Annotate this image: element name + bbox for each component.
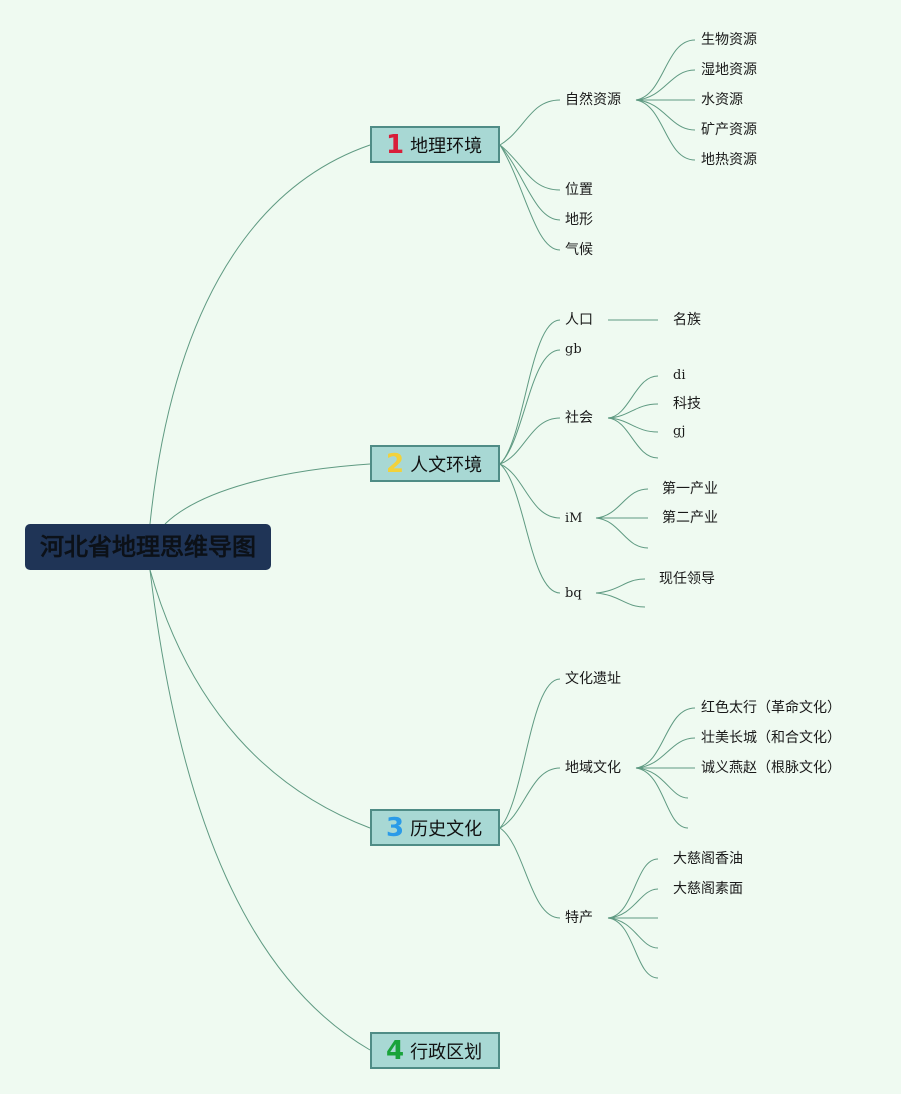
node-resource[interactable]: 地热资源 [701,152,757,168]
node-specialty-child[interactable]: 大慈阁香油 [673,851,743,867]
link-root-branch1 [149,144,371,525]
node-society[interactable]: 社会 [565,410,593,426]
node-location[interactable]: 位置 [565,182,593,198]
node-im[interactable]: iM [565,511,583,526]
number-4-icon: 4 [386,1035,405,1066]
node-ethnic-groups[interactable]: 名族 [673,312,701,328]
branch-label: 历史文化 [410,818,483,840]
branch-administration[interactable]: 4 行政区划 [370,1032,500,1069]
number-3-icon: 3 [386,812,405,843]
node-leadership[interactable]: 现任领导 [659,571,715,587]
node-industry[interactable]: 第一产业 [662,481,718,497]
node-population[interactable]: 人口 [565,312,593,328]
node-society-child[interactable]: di [673,368,686,383]
node-gb[interactable]: gb [565,342,582,357]
branch-history[interactable]: 3 历史文化 [370,809,500,846]
node-resource[interactable]: 湿地资源 [701,62,757,78]
node-cultural-sites[interactable]: 文化遗址 [565,671,621,687]
link-root-branch4 [149,569,371,1051]
link-root-branch3 [149,569,371,829]
node-regional-child[interactable]: 诚义燕赵（根脉文化） [701,760,841,776]
node-society-child[interactable]: gj [673,424,686,439]
link-root-branch2 [164,463,371,525]
node-resource[interactable]: 生物资源 [701,32,757,48]
node-society-child[interactable]: 科技 [673,396,701,412]
root-node[interactable]: 河北省地理思维导图 [25,524,271,570]
node-regional-child[interactable]: 红色太行（革命文化） [701,700,841,716]
branch-label: 地理环境 [410,135,483,157]
node-bq[interactable]: bq [565,586,582,601]
node-climate[interactable]: 气候 [565,242,593,258]
branch-label: 行政区划 [410,1041,483,1063]
node-regional-child[interactable]: 壮美长城（和合文化） [701,730,841,746]
node-natural-resources[interactable]: 自然资源 [565,92,621,108]
number-1-icon: 1 [386,129,405,160]
number-2-icon: 2 [386,448,405,479]
node-terrain[interactable]: 地形 [565,212,593,228]
branch-geography[interactable]: 1 地理环境 [370,126,500,163]
node-specialties[interactable]: 特产 [565,910,593,926]
node-regional-culture[interactable]: 地域文化 [565,760,621,776]
root-title: 河北省地理思维导图 [40,533,256,561]
node-industry[interactable]: 第二产业 [662,510,718,526]
branch-humanities[interactable]: 2 人文环境 [370,445,500,482]
node-resource[interactable]: 矿产资源 [701,122,757,138]
branch-label: 人文环境 [410,454,483,476]
node-resource[interactable]: 水资源 [701,92,743,108]
node-specialty-child[interactable]: 大慈阁素面 [673,881,743,897]
